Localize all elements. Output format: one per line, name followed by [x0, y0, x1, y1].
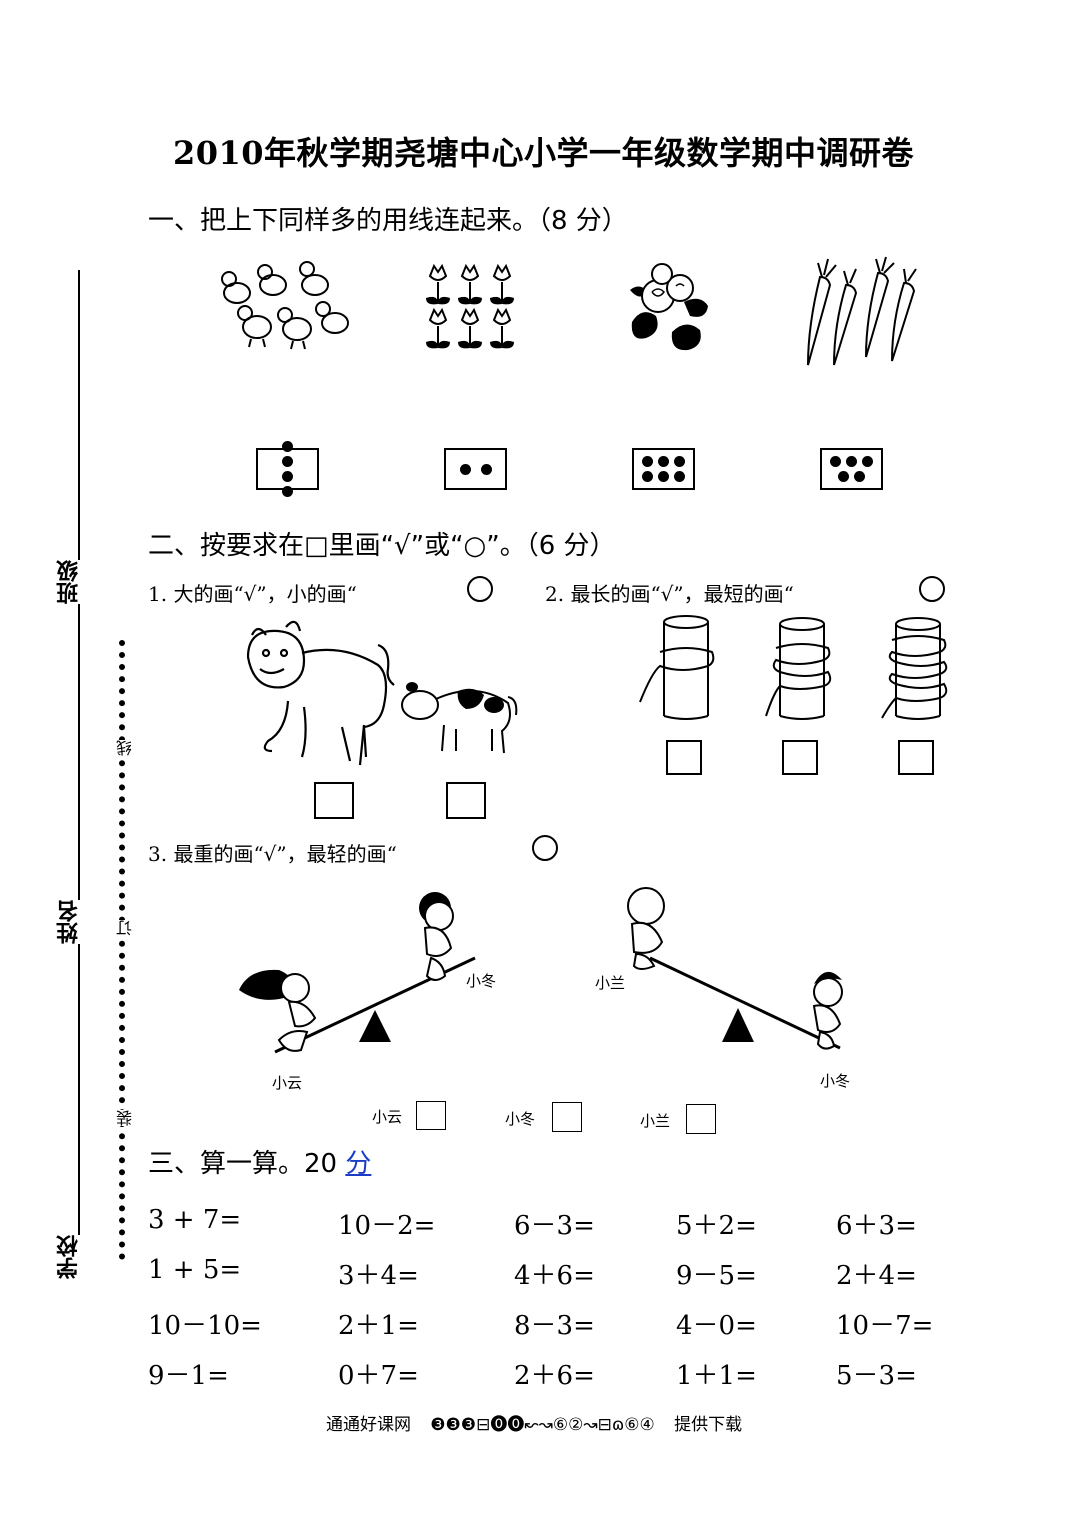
footer-download: 提供下载	[674, 1415, 743, 1435]
answer-label-xiaolan: 小兰	[640, 1112, 671, 1130]
small-cow-icon	[401, 682, 518, 754]
problem: 0＋7=	[338, 1361, 419, 1391]
dot	[642, 471, 653, 482]
circle-icon	[532, 835, 558, 861]
question-2-3-text: 3. 最重的画“√”，最轻的画“	[148, 842, 397, 866]
school-label: 学校	[54, 1235, 86, 1279]
footer-site: 通通好课网	[326, 1415, 411, 1435]
dot	[282, 471, 293, 482]
dot	[282, 486, 293, 497]
dot	[658, 471, 669, 482]
problem: 10－10=	[148, 1311, 262, 1341]
question-2-2-text: 2. 最长的画“√”，最短的画“	[545, 582, 794, 606]
question-2-3: 3. 最重的画“√”，最轻的画“	[148, 838, 397, 867]
question-2-2: 2. 最长的画“√”，最短的画“	[545, 578, 794, 607]
cylinder-rope-3-icon	[881, 617, 948, 720]
circle-icon	[919, 576, 945, 602]
problem: 9－5=	[676, 1261, 757, 1291]
dot	[282, 441, 293, 452]
answer-box-xiaodong[interactable]	[552, 1102, 582, 1132]
dot	[658, 456, 669, 467]
page-title: 2010年秋学期尧塘中心小学一年级数学期中调研卷	[172, 134, 915, 172]
problem: 3＋4=	[338, 1261, 419, 1291]
problem: 3 + 7=	[148, 1205, 242, 1235]
dot	[480, 463, 492, 475]
problem: 5＋2=	[676, 1211, 757, 1241]
big-cow-icon	[246, 620, 395, 766]
section1-heading: 一、把上下同样多的用线连起来。（8 分）	[148, 206, 628, 236]
carrots-icon	[807, 256, 917, 366]
dot	[830, 456, 841, 467]
seesaw-left-low-label: 小云	[272, 1074, 303, 1092]
section2-heading: 二、按要求在□里画“√”或“○”。（6 分）	[148, 531, 616, 561]
problem: 6－3=	[514, 1211, 595, 1241]
problem: 2＋1=	[338, 1311, 419, 1341]
line-char: 线	[114, 740, 138, 756]
problem: 6＋3=	[836, 1211, 917, 1241]
cylinder-rope-1-icon	[639, 615, 715, 720]
problem: 10－7=	[836, 1311, 934, 1341]
answer-box-xiaoyun[interactable]	[416, 1101, 446, 1130]
dot	[459, 463, 471, 475]
question-2-1-text: 1. 大的画“√”，小的画“	[148, 582, 357, 606]
answer-box-cylinder-2[interactable]	[782, 740, 818, 775]
name-label: 姓名	[54, 900, 86, 944]
dot-box-2	[444, 448, 507, 490]
answer-box-xiaolan[interactable]	[686, 1104, 716, 1134]
problem: 4＋6=	[514, 1261, 595, 1291]
seesaw-right-low-label: 小冬	[820, 1072, 851, 1090]
class-label: 班级	[54, 560, 86, 604]
problem: 9－1=	[148, 1361, 229, 1391]
section3-heading-text: 三、算一算。20	[148, 1149, 346, 1179]
answer-box-cylinder-1[interactable]	[666, 740, 702, 775]
problem: 2＋4=	[836, 1261, 917, 1291]
dot	[642, 456, 653, 467]
dot	[846, 456, 857, 467]
dot	[282, 456, 293, 467]
seesaw-left-high-label: 小冬	[466, 972, 497, 990]
problem: 10－2=	[338, 1211, 436, 1241]
answer-box-big-cow[interactable]	[314, 782, 354, 819]
dot-box-4	[256, 441, 319, 497]
ding-char: 订	[114, 920, 138, 936]
section3-score-link[interactable]: 分	[345, 1149, 372, 1179]
dot	[854, 471, 865, 482]
problem: 8－3=	[514, 1311, 595, 1341]
cylinder-rope-2-icon	[765, 617, 832, 720]
footer: 通通好课网 ❸❸❸⊟⓿⓿↜↝⑥②↝⊟ɷ⑥④ 提供下载	[326, 1410, 742, 1435]
seesaw-right-illustration	[627, 887, 843, 1050]
answer-box-small-cow[interactable]	[446, 782, 486, 819]
dotted-cut-line	[119, 640, 131, 1260]
zhuang-char: 装	[114, 1110, 138, 1126]
flowers-icon	[630, 263, 708, 351]
section3-heading: 三、算一算。20 分	[148, 1143, 371, 1180]
answer-label-xiaoyun: 小云	[372, 1108, 403, 1126]
dot	[862, 456, 873, 467]
answer-box-cylinder-3[interactable]	[898, 740, 934, 775]
problem: 5－3=	[836, 1361, 917, 1391]
footer-code: ❸❸❸⊟⓿⓿↜↝⑥②↝⊟ɷ⑥④	[430, 1415, 655, 1435]
seesaw-left-illustration	[239, 892, 476, 1054]
problem: 2＋6=	[514, 1361, 595, 1391]
dot	[674, 471, 685, 482]
problem: 1＋1=	[676, 1361, 757, 1391]
question-2-1: 1. 大的画“√”，小的画“	[148, 578, 357, 607]
margin-rule	[78, 270, 80, 1270]
tulips-icon	[426, 263, 514, 349]
problem: 4－0=	[676, 1311, 757, 1341]
problem: 1 + 5=	[148, 1255, 242, 1285]
dot	[674, 456, 685, 467]
binding-margin: 班级 姓名 学校 线 订 装	[40, 260, 140, 1300]
chicks-icon	[221, 261, 349, 350]
dot	[838, 471, 849, 482]
dot-box-5	[820, 448, 883, 490]
circle-icon	[467, 576, 493, 602]
answer-label-xiaodong: 小冬	[505, 1110, 536, 1128]
seesaw-right-high-label: 小兰	[595, 974, 626, 992]
dot-box-6	[632, 448, 695, 490]
